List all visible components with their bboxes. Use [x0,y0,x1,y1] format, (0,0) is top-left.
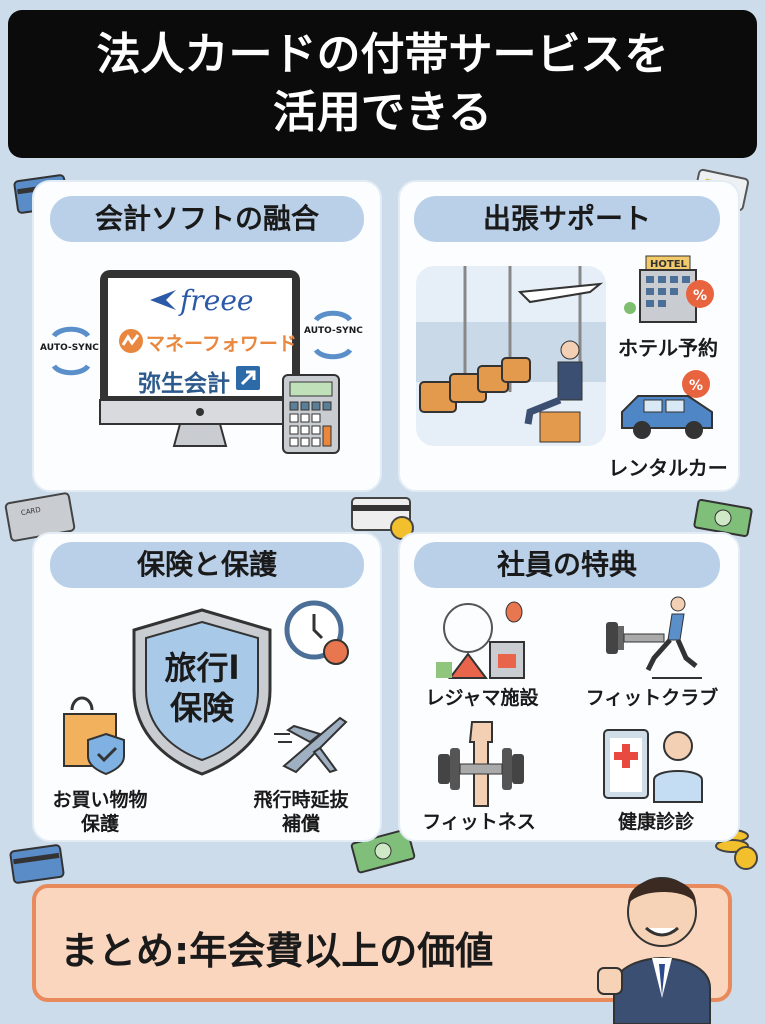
dumbbell-fist-icon [438,721,524,807]
calculator-icon [282,374,340,454]
flight-delay-label: 飛行時延抜 補償 [236,788,366,836]
card-dollar-icon [351,497,414,540]
auto-sync-label-left: AUTO-SYNC [40,343,99,353]
shopping-label-line-1: お買い物物 [52,789,148,811]
shopping-bag-shield-icon [63,696,125,776]
banknote-icon [693,498,753,538]
yayoi-logo: 弥生会計 [138,371,230,397]
title-line-1: 法人カードの付帯サービスを [96,29,669,80]
shield-text-line-2: 保険 [169,689,234,727]
auto-sync-label-right: AUTO-SYNC [304,326,363,336]
external-arrow-icon [236,366,260,390]
hotel-sign: HOTEL [650,259,688,270]
summary-text: まとめ:年会費以上の価値 [60,929,494,973]
amusement-park-icon [436,601,525,679]
discount-badge: % [693,288,707,304]
businessman-thumbs-up-icon [597,877,711,1024]
shopping-protection-label: お買い物物 保護 [40,788,160,836]
moneyforward-logo-icon [119,329,143,353]
flight-label-line-2: 補償 [281,813,320,835]
travel-heading: 出張サポート [414,196,720,242]
sync-arrows-icon [313,310,353,360]
health-checkup-icon [603,729,703,803]
shield-text: 旅行l 保険 [150,648,254,728]
page-title: 法人カードの付帯サービスを 活用できる [8,10,757,158]
freee-logo: freee [180,284,254,317]
airplane-icon [274,716,348,774]
employee-item-health-check: 健康診診 [617,811,694,833]
employee-item-fitness: フィットネス [422,811,536,833]
rental-car-label: レンタルカー [608,456,728,480]
shopping-label-line-2: 保護 [80,813,119,835]
gym-runner-icon [606,596,702,679]
accounting-heading: 会計ソフトの融合 [50,196,364,242]
employee-item-fitness-club: フィットクラブ [585,687,719,709]
discount-badge: % [689,378,703,394]
summary-box [32,884,732,1002]
employee-heading: 社員の特典 [414,542,720,588]
shield-text-line-1: 旅行l [164,649,240,687]
employee-item-leisure: レジャマ施設 [425,687,539,709]
flight-label-line-1: 飛行時延抜 [253,789,349,811]
hotel-label: ホテル予約 [618,336,718,360]
title-line-2: 活用できる [272,87,493,138]
card-text: CARD [20,506,41,517]
shield-icon [132,608,272,776]
freee-bird-icon [150,290,176,310]
clock-icon [284,600,349,665]
hotel-icon: HOTEL % [624,255,714,323]
rental-car-icon: % [621,370,713,439]
moneyforward-logo: マネーフォワード [146,333,297,355]
insurance-heading: 保険と保護 [50,542,364,588]
credit-card-icon [9,844,65,884]
airport-lounge-illustration [416,266,606,446]
sync-arrows-icon [51,326,91,376]
